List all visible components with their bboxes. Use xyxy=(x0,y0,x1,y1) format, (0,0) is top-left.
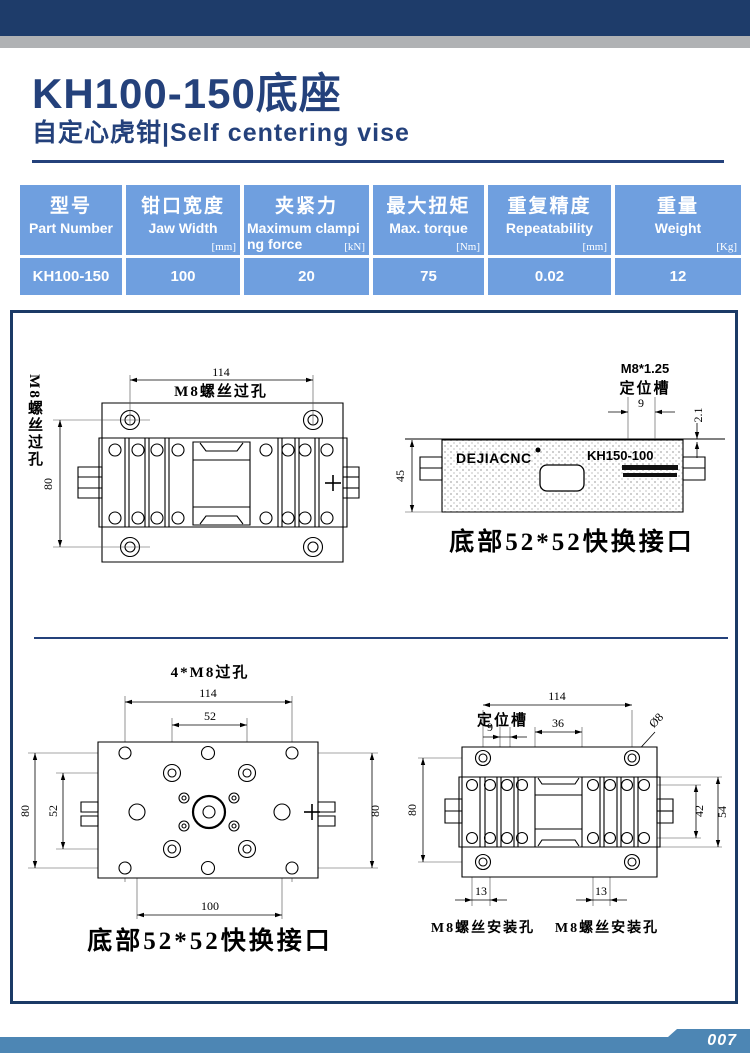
dim-13-left: 13 xyxy=(475,884,487,898)
front-view-geometry xyxy=(78,403,359,562)
dim-42: 42 xyxy=(692,805,706,817)
dim-36: 36 xyxy=(552,716,564,730)
dim-80: 80 xyxy=(41,478,55,490)
spec-col-weight: 重量 Weight [Kg] 12 xyxy=(615,185,741,295)
center-cross-mark xyxy=(325,475,341,491)
bottom-view-caption: 底部52*52快换接口 xyxy=(87,926,333,955)
spec-header-jaw-width: 钳口宽度 Jaw Width [mm] xyxy=(126,185,240,255)
center-cross-mark xyxy=(304,804,320,820)
dim-80-left: 80 xyxy=(18,805,32,817)
dim-80: 80 xyxy=(405,804,419,816)
dim-114: 114 xyxy=(548,689,566,703)
dim-13-right: 13 xyxy=(595,884,607,898)
page-number: 007 xyxy=(707,1032,737,1049)
unit-kg: [Kg] xyxy=(716,241,737,253)
spec-header-part-number: 型号 Part Number xyxy=(20,185,122,255)
spec-value-max-torque: 75 xyxy=(373,258,484,295)
dim-80-right: 80 xyxy=(368,805,382,817)
dim-100: 100 xyxy=(201,899,219,913)
detail-view-drawing: 114 定位槽 9 36 Ø8 80 42 54 13 13 M8螺丝安装孔 M… xyxy=(405,689,729,936)
unit-mm2: [mm] xyxy=(582,241,607,253)
bottom-hole-label: 4*M8过孔 xyxy=(171,663,250,681)
spec-table: 型号 Part Number KH100-150 钳口宽度 Jaw Width … xyxy=(20,185,741,295)
spec-value-part-number: KH100-150 xyxy=(20,258,122,295)
trademark-dot xyxy=(535,447,541,453)
spec-col-jaw-width: 钳口宽度 Jaw Width [mm] 100 xyxy=(126,185,240,295)
dim-114: 114 xyxy=(199,686,217,700)
dim-114: 114 xyxy=(212,365,230,379)
spec-value-repeatability: 0.02 xyxy=(488,258,611,295)
model-text: KH150-100 xyxy=(587,448,654,463)
dim-2-1: 2.1 xyxy=(691,408,705,423)
spec-header-weight: 重量 Weight [Kg] xyxy=(615,185,741,255)
spec-col-clamping-force: 夹紧力 Maximum clamping force [kN] 20 xyxy=(244,185,369,295)
drawings-divider xyxy=(34,637,728,639)
dim-52-left: 52 xyxy=(46,805,60,817)
header-accent-bar xyxy=(0,36,750,48)
page-title: KH100-150底座 xyxy=(32,70,342,117)
page-subtitle: 自定心虎钳|Self centering vise xyxy=(32,113,410,149)
subtitle-cn: 自定心虎钳 xyxy=(32,119,163,147)
bottom-view-labels: 4*M8过孔 114 52 80 52 80 100 底部52*52快换接口 xyxy=(18,663,382,955)
spec-header-max-torque: 最大扭矩 Max. torque [Nm] xyxy=(373,185,484,255)
header-bar xyxy=(0,0,750,36)
bottom-view-drawing: 4*M8过孔 114 52 80 52 80 100 底部52*52快换接口 xyxy=(18,663,382,955)
bottom-view-geometry xyxy=(81,742,335,878)
spec-value-weight: 12 xyxy=(615,258,741,295)
detail-view-geometry xyxy=(445,747,673,877)
spec-value-clamping-force: 20 xyxy=(244,258,369,295)
fine-print-line-2 xyxy=(623,473,677,477)
dim-45: 45 xyxy=(393,470,407,482)
dim-9: 9 xyxy=(487,720,493,734)
dia-8-label: Ø8 xyxy=(646,710,666,730)
side-view-caption: 底部52*52快换接口 xyxy=(449,527,695,556)
dim-52-top: 52 xyxy=(204,709,216,723)
thread-label: M8*1.25 xyxy=(621,361,669,376)
spec-header-repeatability: 重复精度 Repeatability [mm] xyxy=(488,185,611,255)
footer-bar xyxy=(0,1037,750,1053)
slot-label: 定位槽 xyxy=(477,711,528,729)
dim-9: 9 xyxy=(638,396,644,410)
brand-text: DEJIACNC xyxy=(456,450,532,466)
subtitle-en: Self centering vise xyxy=(170,119,410,147)
drawings-frame xyxy=(10,310,738,1004)
detail-caption-right: M8螺丝安装孔 xyxy=(555,919,659,936)
side-view-geometry: DEJIACNC KH150-100 xyxy=(405,439,725,512)
side-view-dimensions: M8*1.25 定位槽 9 2.1 45 xyxy=(393,361,705,512)
unit-mm: [mm] xyxy=(211,241,236,253)
front-view-dimensions: 114 M8螺丝过孔 80 M8螺丝过孔 xyxy=(26,365,313,547)
spec-header-clamping-force: 夹紧力 Maximum clamping force [kN] xyxy=(244,185,369,255)
front-left-hole-label: M8螺丝过孔 xyxy=(26,374,43,468)
subtitle-separator: | xyxy=(162,119,171,147)
unit-nm: [Nm] xyxy=(456,241,480,253)
side-view-drawing: DEJIACNC KH150-100 M8*1.25 定位槽 9 2.1 45 … xyxy=(393,361,740,556)
detail-view-labels: 114 定位槽 9 36 Ø8 80 42 54 13 13 M8螺丝安装孔 M… xyxy=(405,689,729,936)
fine-print-line-1 xyxy=(622,465,678,470)
spec-value-jaw-width: 100 xyxy=(126,258,240,295)
spec-col-repeatability: 重复精度 Repeatability [mm] 0.02 xyxy=(488,185,611,295)
front-top-hole-label: M8螺丝过孔 xyxy=(174,382,268,400)
slot-label: 定位槽 xyxy=(619,379,670,397)
spec-col-max-torque: 最大扭矩 Max. torque [Nm] 75 xyxy=(373,185,484,295)
spec-col-part-number: 型号 Part Number KH100-150 xyxy=(20,185,122,295)
front-view-drawing: 114 M8螺丝过孔 80 M8螺丝过孔 xyxy=(26,365,370,615)
dim-54: 54 xyxy=(715,806,729,818)
title-divider xyxy=(32,160,724,163)
unit-kn: [kN] xyxy=(344,241,365,253)
detail-caption-left: M8螺丝安装孔 xyxy=(431,919,535,936)
